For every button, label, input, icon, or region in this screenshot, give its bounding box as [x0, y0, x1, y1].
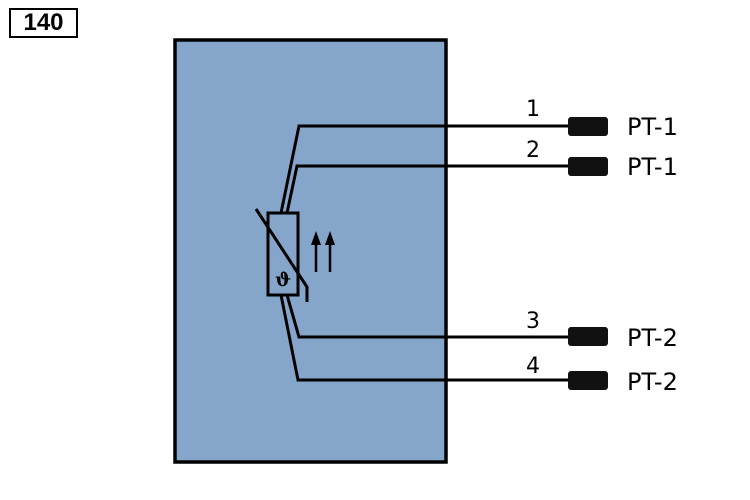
theta-symbol: ϑ — [275, 269, 291, 291]
wire-number-2: 2 — [526, 138, 540, 163]
thermistor-body — [266, 211, 300, 297]
pin-label-4: PT-2 — [627, 368, 678, 396]
thermistor-symbol: ϑ — [254, 208, 309, 302]
wire-number-3: 3 — [526, 309, 540, 334]
double-up-arrow-icon — [311, 231, 335, 272]
thermistor-slash — [254, 208, 309, 302]
terminal-pin-4 — [568, 371, 608, 390]
wire-2 — [285, 164, 569, 214]
figure-number: 140 — [9, 8, 78, 38]
wire-3 — [285, 294, 569, 339]
wire-1 — [279, 124, 569, 214]
pin-label-1: PT-1 — [627, 113, 678, 141]
wire-4 — [279, 294, 569, 382]
wire-number-4: 4 — [526, 354, 540, 379]
wire-number-1: 1 — [526, 97, 540, 122]
terminal-pin-1 — [568, 117, 608, 136]
terminal-pin-3 — [568, 327, 608, 346]
pin-label-3: PT-2 — [627, 324, 678, 352]
terminal-pin-2 — [568, 157, 608, 176]
pin-label-2: PT-1 — [627, 153, 678, 181]
sensor-housing — [173, 38, 448, 464]
